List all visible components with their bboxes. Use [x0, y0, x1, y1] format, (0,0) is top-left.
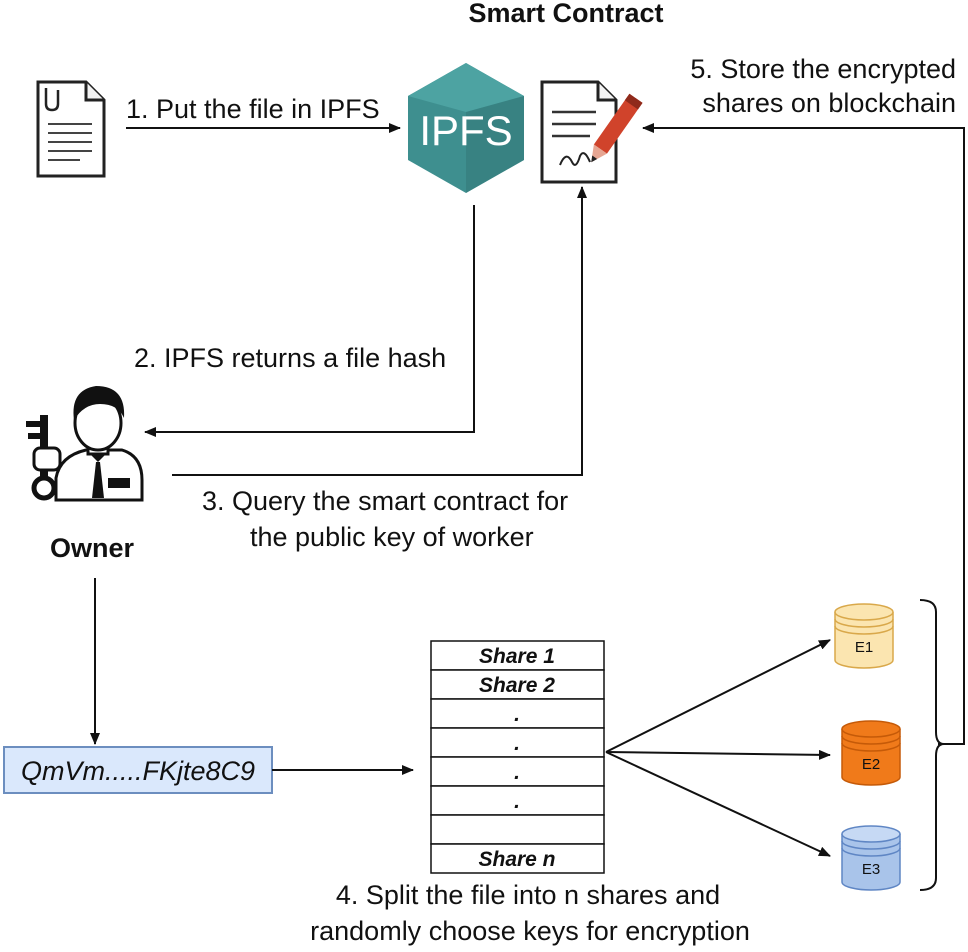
svg-text:.: .	[514, 732, 520, 755]
svg-text:IPFS: IPFS	[419, 107, 512, 154]
arrow-store-shares	[642, 123, 965, 745]
table-row: Share 2	[430, 669, 605, 700]
svg-text:Share 2: Share 2	[479, 674, 555, 697]
svg-text:Share n: Share n	[478, 848, 555, 871]
owner-label: Owner	[50, 533, 135, 563]
step5-label-line2: shares on blockchain	[702, 88, 956, 118]
e1-label: E1	[855, 639, 873, 656]
encrypted-share-e1-icon: E1	[834, 603, 894, 669]
step2-label: 2. IPFS returns a file hash	[134, 343, 446, 373]
step3-label-line1: 3. Query the smart contract for	[202, 486, 568, 516]
step5-label-line1: 5. Store the encrypted	[690, 54, 956, 84]
arrow-shares-to-e3	[605, 751, 831, 857]
table-row: .	[430, 756, 605, 787]
document-icon	[36, 80, 106, 178]
contract-signature-icon	[540, 80, 643, 184]
owner-with-key-icon	[26, 386, 144, 502]
arrow-shares-to-e1	[605, 639, 831, 753]
shares-table: Share 1 Share 2 . . . . Share n	[430, 640, 605, 874]
ipfs-logo-icon: IPFS	[408, 63, 524, 193]
svg-text:.: .	[514, 703, 520, 726]
svg-text:.: .	[514, 790, 520, 813]
table-row: .	[430, 785, 605, 816]
step4-label-line1: 4. Split the file into n shares and	[336, 880, 720, 910]
table-row	[430, 814, 605, 845]
encrypted-shares-bracket	[919, 599, 945, 891]
smart-contract-title: Smart Contract	[468, 0, 663, 28]
step1-label: 1. Put the file in IPFS	[126, 94, 380, 124]
e2-label: E2	[862, 756, 880, 773]
arrow-ipfs-to-owner	[144, 205, 475, 437]
e3-label: E3	[862, 861, 880, 878]
svg-text:.: .	[514, 761, 520, 784]
file-hash-text: QmVm.....FKjte8C9	[21, 756, 255, 786]
file-hash-box: QmVm.....FKjte8C9	[3, 746, 273, 794]
table-row: .	[430, 727, 605, 758]
encrypted-share-e2-icon: E2	[841, 720, 901, 786]
table-row: .	[430, 698, 605, 729]
step3-label-line2: the public key of worker	[250, 522, 534, 552]
table-row: Share 1	[430, 640, 605, 671]
table-row: Share n	[430, 843, 605, 874]
svg-text:Share 1: Share 1	[479, 645, 555, 668]
step4-label-line2: randomly choose keys for encryption	[310, 916, 750, 946]
arrow-shares-to-e2	[605, 749, 831, 760]
arrow-owner-to-contract	[172, 186, 587, 476]
encrypted-share-e3-icon: E3	[841, 825, 901, 891]
